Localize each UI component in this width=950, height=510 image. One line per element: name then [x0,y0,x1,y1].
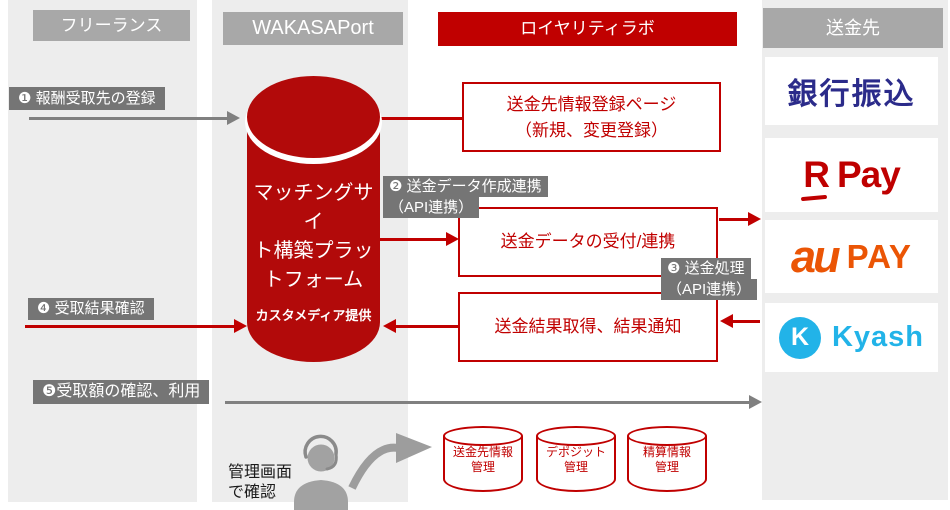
bank-transfer-logo: 銀行振込 [787,78,916,111]
step4-arrow-line [25,325,235,328]
step3-label-line1: ❸ 送金処理 [661,258,751,279]
registration-page-box: 送金先情報登録ページ （新規、変更登録） [462,82,721,152]
step2-label: ❷ 送金データ作成連携 （API連携） [383,176,548,218]
return-arrowhead-icon [720,314,733,328]
header-royaltylab: ロイヤリティラボ [438,12,737,46]
rakuten-r-icon: R [803,154,830,195]
curved-arrow-icon [348,443,399,490]
au-pay-logo: PAY [846,237,912,275]
registration-box-line2: （新規、変更登録） [515,121,668,140]
db-cylinder-settlement: 精算情報 管理 [627,426,707,494]
step5-arrowhead-icon [749,395,762,409]
payee-card-kyash: K Kyash [765,303,938,372]
step3-label: ❸ 送金処理 （API連携） [661,258,758,300]
database-top-icon [627,426,707,446]
registration-box-line1: 送金先情報登録ページ [506,95,677,114]
db-label-line1: デポジット [545,445,606,459]
rakuten-pay-logo: Pay [836,154,901,195]
register-connector-line [379,117,463,120]
step2-arrow-line [380,238,448,241]
column-band-freelance [8,0,197,502]
db-label-line2: 管理 [470,460,495,474]
step1-label: ❶ 報酬受取先の登録 [9,87,165,110]
payee-card-au-pay: au PAY [765,220,938,293]
result-to-platform-arrowhead-icon [383,319,396,333]
return-arrow-line [733,320,760,323]
platform-title-line2: ト構築プラッ [253,240,374,262]
kyash-logo: Kyash [831,321,925,353]
send-arrowhead-icon [748,212,761,226]
database-top-icon [536,426,616,446]
admin-note-line2: で確認 [228,484,277,501]
platform-provider-label: カスタメディア提供 [255,308,372,323]
header-freelance: フリーランス [33,10,190,41]
step4-label: ❹ 受取結果確認 [28,298,154,320]
db-label-line1: 精算情報 [642,445,691,459]
step4-arrowhead-icon [234,319,247,333]
step1-arrow-line [29,117,229,120]
step5-label: ❺受取額の確認、利用 [33,380,210,404]
payee-card-rakuten-pay: R Pay [765,138,938,212]
db-label-deposit: デポジット 管理 [536,445,616,475]
step1-arrowhead-icon [227,111,240,125]
admin-note-line1: 管理画面 [228,464,293,481]
database-top-icon [443,426,523,446]
step2-arrowhead-icon [446,232,459,246]
step5-arrow-line [225,401,751,404]
platform-title-line3: トフォーム [263,269,364,291]
result-to-platform-line [396,325,458,328]
admin-check-note: 管理画面 で確認 [228,463,292,503]
send-arrow-line [719,218,750,221]
platform-cylinder-top [247,76,380,158]
step3-label-line2: （API連携） [661,279,758,300]
db-label-line2: 管理 [563,460,588,474]
db-label-line2: 管理 [654,460,679,474]
platform-title-line1: マッチングサイ [253,182,374,233]
db-label-line1: 送金先情報 [452,445,513,459]
step2-label-line2: （API連携） [383,197,480,218]
header-wakasaport: WAKASAPort [223,12,403,45]
step2-label-line1: ❷ 送金データ作成連携 [383,176,548,197]
db-label-settlement: 精算情報 管理 [627,445,707,475]
database-icon [443,436,523,492]
db-cylinder-payee-info: 送金先情報 管理 [443,426,523,494]
platform-cylinder-label: マッチングサイ ト構築プラッ トフォーム カスタメディア提供 [247,179,380,324]
header-destination: 送金先 [763,8,943,48]
support-agent-icon [294,433,432,510]
db-cylinder-deposit: デポジット 管理 [536,426,616,494]
result-notify-box: 送金結果取得、結果通知 [458,292,718,362]
kyash-icon: K [778,316,821,359]
au-logo-icon: au [791,231,840,282]
db-label-payee-info: 送金先情報 管理 [443,445,523,475]
payee-card-bank: 銀行振込 [765,57,938,125]
